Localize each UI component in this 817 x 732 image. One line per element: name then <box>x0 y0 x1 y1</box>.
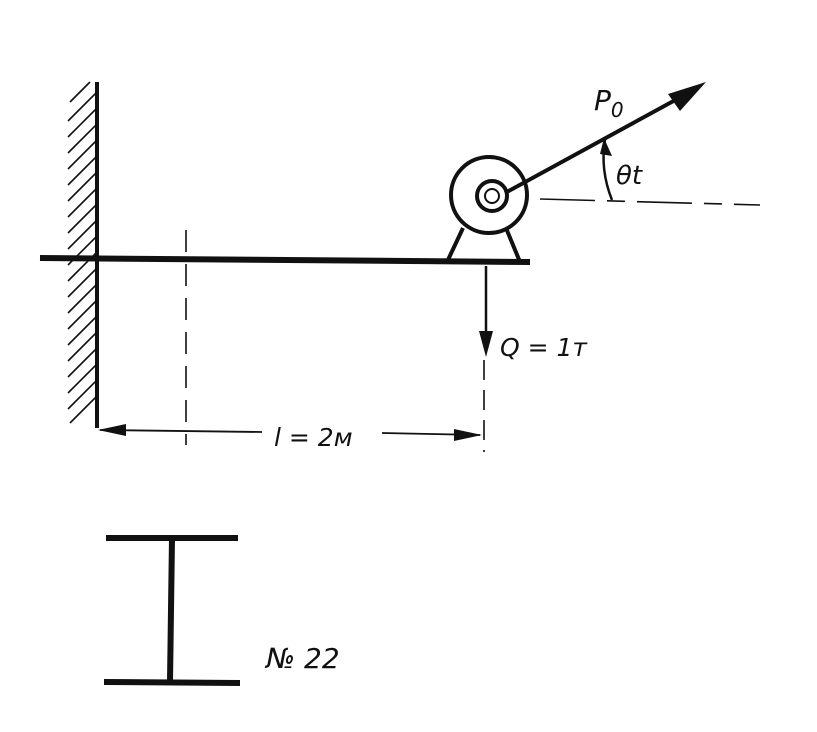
angle-arc-arrowhead <box>600 138 612 156</box>
label-section: № 22 <box>264 642 340 675</box>
label-span: l = 2м <box>274 423 353 452</box>
i-beam-cross-section <box>103 535 241 686</box>
dim-arrow-left <box>98 424 126 436</box>
label-load: Q = 1т <box>500 333 588 362</box>
load-arrow-q <box>479 266 493 357</box>
fixed-wall-support <box>67 81 99 428</box>
dim-arrow-right <box>454 429 482 441</box>
label-p0: P0 <box>594 84 624 122</box>
dashed-reference-lines <box>185 198 761 452</box>
motor <box>445 155 529 263</box>
label-angle: θt <box>616 161 643 191</box>
motor-stand <box>445 227 522 263</box>
motor-shaft-inner <box>484 188 500 204</box>
wall-hatching <box>67 81 98 424</box>
p0-arrowhead <box>668 82 706 111</box>
q-arrowhead <box>479 331 493 357</box>
span-dimension <box>98 424 482 441</box>
beam <box>39 255 531 265</box>
force-vector-p0 <box>504 82 706 195</box>
motor-housing <box>449 155 529 235</box>
motor-shaft-outer <box>475 179 509 213</box>
